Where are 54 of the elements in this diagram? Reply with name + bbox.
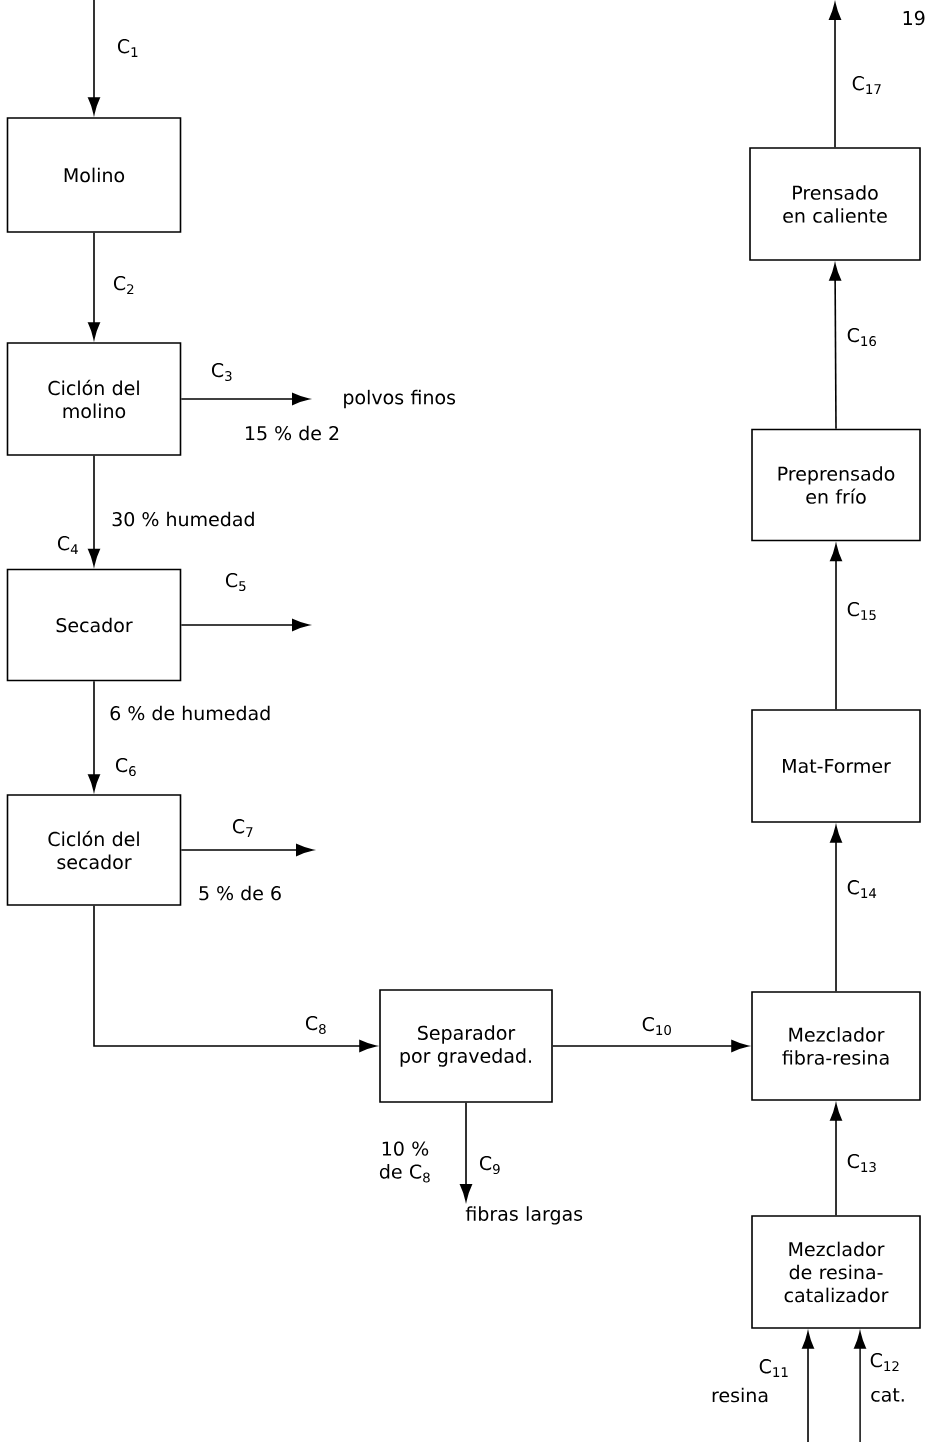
edge-label: C$_{13}$ xyxy=(845,1152,879,1174)
edge-label: C$_{7}$ xyxy=(230,818,256,838)
edge-label: C$_{15}$ xyxy=(845,601,879,621)
process-box: Molino xyxy=(6,117,182,233)
arrow xyxy=(830,825,842,992)
note-text: cat. xyxy=(871,1388,904,1402)
edge-label: C$_{10}$ xyxy=(640,1015,674,1037)
process-box: Prensado en caliente xyxy=(749,147,921,261)
stream-label: polvos finos xyxy=(344,389,456,409)
note-text: 5 % de 6 xyxy=(199,885,281,901)
edge-label: C$_{6}$ xyxy=(113,756,139,778)
stream-label: fibras largas xyxy=(465,1206,583,1225)
arrow xyxy=(460,1102,472,1202)
process-box: Mezclador fibra-resina xyxy=(751,991,921,1101)
arrow xyxy=(88,455,100,566)
page-number: 19 xyxy=(903,10,925,26)
process-box: Ciclón del molino xyxy=(6,342,182,456)
note-text: 15 % de 2 xyxy=(246,425,339,441)
arrow xyxy=(830,544,842,710)
edge-label: C$_{2}$ xyxy=(111,275,137,295)
process-box: Secador xyxy=(6,568,182,682)
arrow xyxy=(854,1331,866,1442)
process-box: Ciclón del secador xyxy=(6,794,182,906)
edge-label: C$_{14}$ xyxy=(845,879,879,899)
arrow xyxy=(88,680,100,792)
arrow xyxy=(93,905,377,1052)
arrow xyxy=(180,393,310,405)
arrow xyxy=(802,1331,814,1442)
process-box: Mat-Former xyxy=(751,709,921,823)
arrow xyxy=(552,1040,749,1052)
edge-label: C$_{9}$ xyxy=(477,1154,503,1176)
arrow xyxy=(829,263,842,430)
arrow xyxy=(830,1103,842,1216)
arrow xyxy=(180,844,314,856)
edge-label: C$_{3}$ xyxy=(209,361,235,383)
process-box: Separador por gravedad. xyxy=(379,989,553,1103)
process-box: Preprensado en frío xyxy=(751,428,921,542)
arrow xyxy=(88,0,100,115)
edge-label: C$_{12}$ xyxy=(868,1352,902,1372)
edge-label: C$_{11}$ xyxy=(757,1358,791,1378)
edge-label: C$_{1}$ xyxy=(115,38,141,58)
note-text: 30 % humedad xyxy=(112,511,254,527)
edge-label: C$_{5}$ xyxy=(223,572,249,592)
note-text: 6 % de humedad xyxy=(110,705,270,721)
arrow xyxy=(88,232,100,340)
arrow xyxy=(180,619,310,631)
note-text: resina xyxy=(712,1387,768,1403)
edge-label: C$_{8}$ xyxy=(303,1014,329,1036)
edge-label: C$_{16}$ xyxy=(845,326,879,348)
process-box: Mezclador de resina-catalizador xyxy=(751,1215,921,1329)
note-text: 10 % de C$_{8}$ xyxy=(379,1141,430,1183)
edge-label: C$_{17}$ xyxy=(850,75,884,95)
edge-label: C$_{4}$ xyxy=(55,535,81,555)
arrow xyxy=(829,2,841,148)
